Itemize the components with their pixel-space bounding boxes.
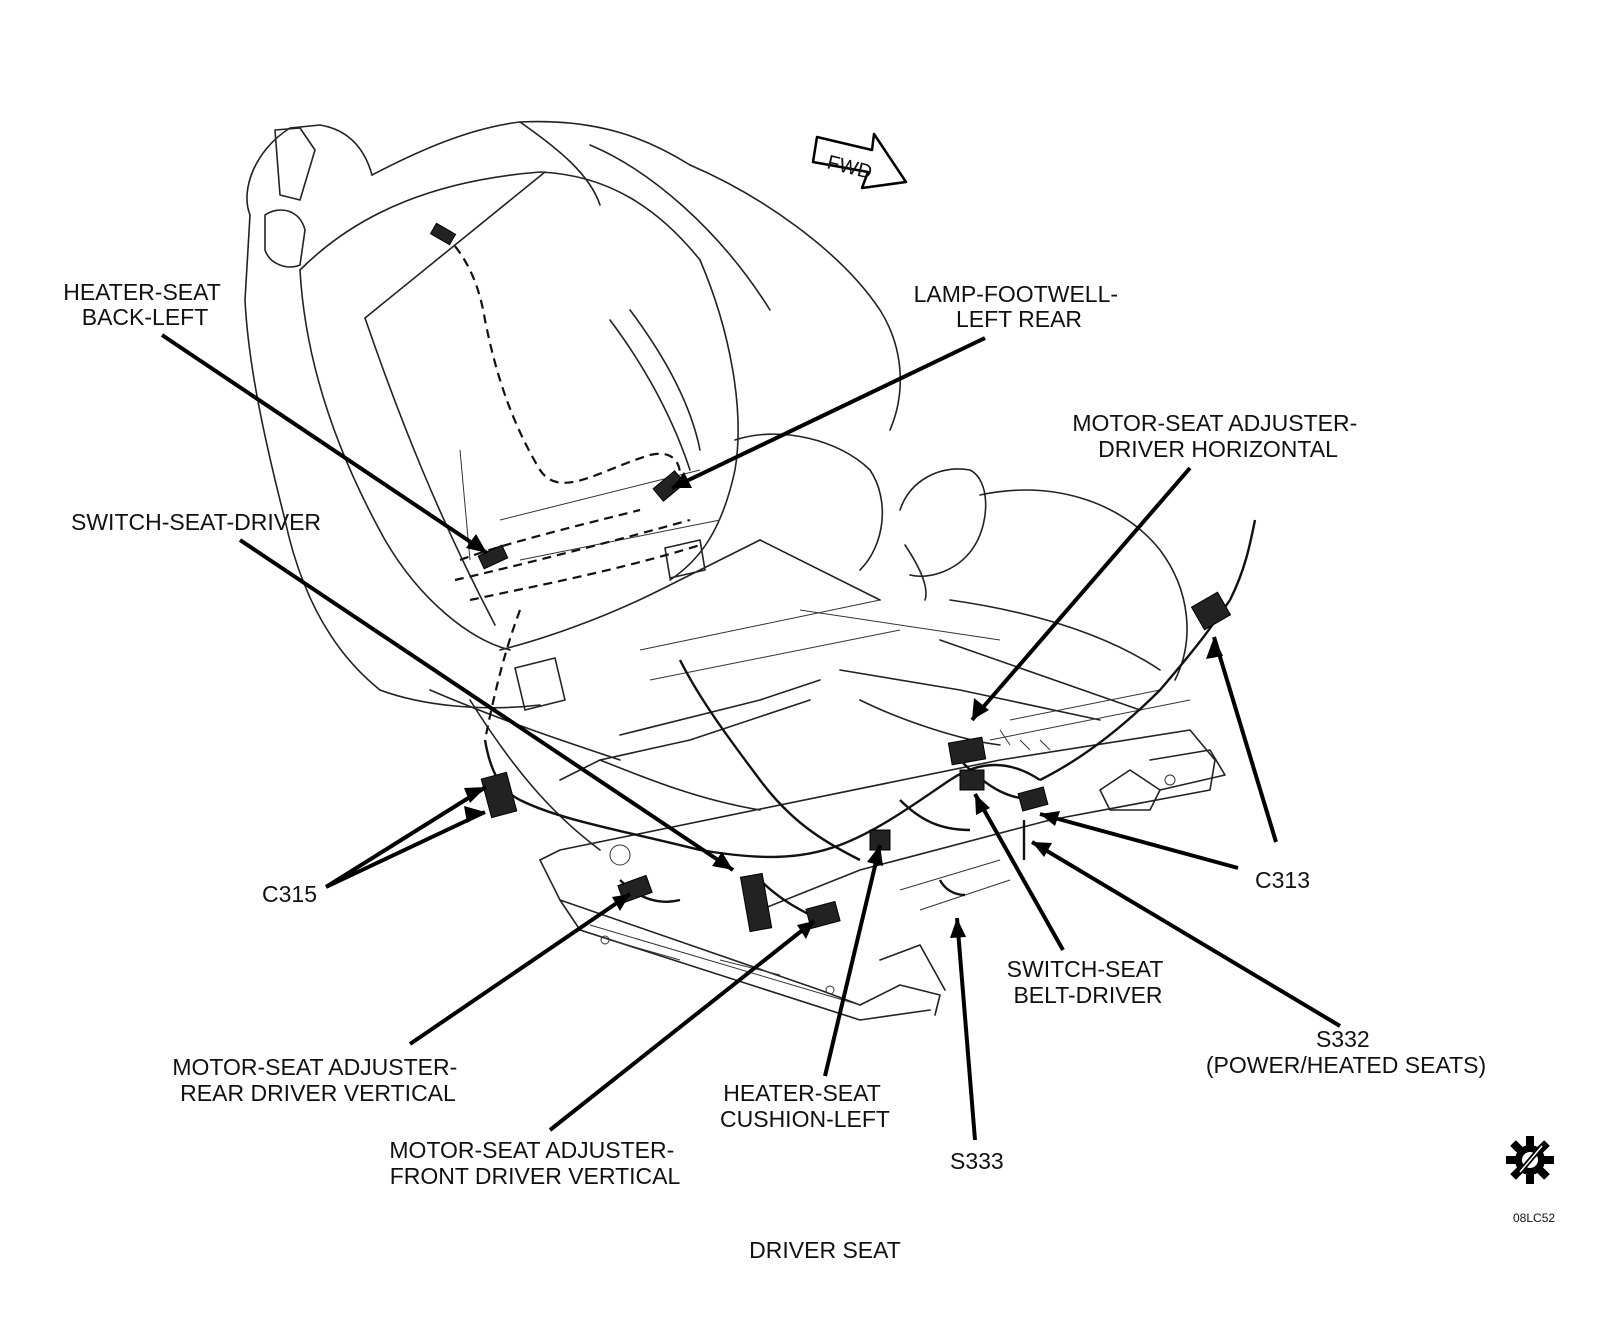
label-heater-seat-back-left: HEATER-SEAT BACK-LEFT [63, 279, 227, 330]
connector-upper-back [429, 222, 457, 246]
leader-motor-rear-vertical [408, 892, 632, 1046]
label-c315: C315 [262, 881, 317, 907]
leader-c313-upper [1212, 636, 1278, 843]
seat-cushion-outline [429, 433, 1188, 851]
horizontal-motor-connector [947, 736, 987, 766]
wiring-harness [444, 234, 1257, 922]
leader-motor-front-vertical [548, 919, 816, 1132]
switch-seat-driver-connector [739, 872, 773, 933]
leader-lamp-footwell [671, 336, 986, 490]
c313-connector [1017, 786, 1049, 812]
figure-id: 08LC52 [1513, 1211, 1555, 1225]
footwell-lamp-connector [652, 470, 686, 502]
labels: HEATER-SEAT BACK-LEFT LAMP-FOOTWELL- LEF… [63, 279, 1555, 1263]
fwd-arrow: FWD [811, 132, 908, 190]
label-motor-seat-adjuster-front-driver-vertical: MOTOR-SEAT ADJUSTER- FRONT DRIVER VERTIC… [389, 1137, 680, 1189]
label-lamp-footwell-left-rear: LAMP-FOOTWELL- LEFT REAR [914, 281, 1125, 332]
caption-driver-seat: DRIVER SEAT [749, 1237, 901, 1263]
label-s333: S333 [950, 1148, 1004, 1174]
label-switch-seat-belt-driver: SWITCH-SEAT BELT-DRIVER [1007, 956, 1170, 1008]
label-motor-seat-adjuster-rear-driver-vertical: MOTOR-SEAT ADJUSTER- REAR DRIVER VERTICA… [172, 1054, 463, 1106]
c313-connector-upper [1190, 591, 1232, 631]
leader-switch-seat-belt [973, 793, 1065, 951]
seat-belt-switch-connector [959, 769, 985, 791]
label-heater-seat-cushion-left: HEATER-SEAT CUSHION-LEFT [720, 1080, 890, 1132]
s333-splice [938, 879, 966, 897]
callout-lines [160, 333, 1342, 1141]
label-motor-seat-adjuster-driver-horizontal: MOTOR-SEAT ADJUSTER- DRIVER HORIZONTAL [1072, 410, 1363, 462]
heater-back-connector [477, 544, 509, 570]
gear-wrench-icon [1506, 1136, 1554, 1184]
label-s332: S332 (POWER/HEATED SEATS) [1206, 1026, 1486, 1078]
leader-switch-seat-driver [238, 538, 735, 872]
c315-connector [480, 771, 518, 819]
leader-s332 [1030, 840, 1342, 1028]
label-c313: C313 [1255, 867, 1310, 893]
connectors [429, 222, 1232, 933]
leader-c315 [324, 785, 488, 889]
leader-c313 [1039, 812, 1239, 870]
seat-back-outline [244, 120, 902, 711]
leader-heater-seat-back-left [160, 333, 489, 555]
callout-arrowheads [464, 472, 1223, 939]
leader-heater-seat-cushion [823, 844, 882, 1077]
leader-motor-horizontal [970, 466, 1192, 722]
label-switch-seat-driver: SWITCH-SEAT-DRIVER [71, 509, 321, 535]
leader-s333 [955, 917, 977, 1141]
seat-frame-rails [539, 689, 1226, 1021]
